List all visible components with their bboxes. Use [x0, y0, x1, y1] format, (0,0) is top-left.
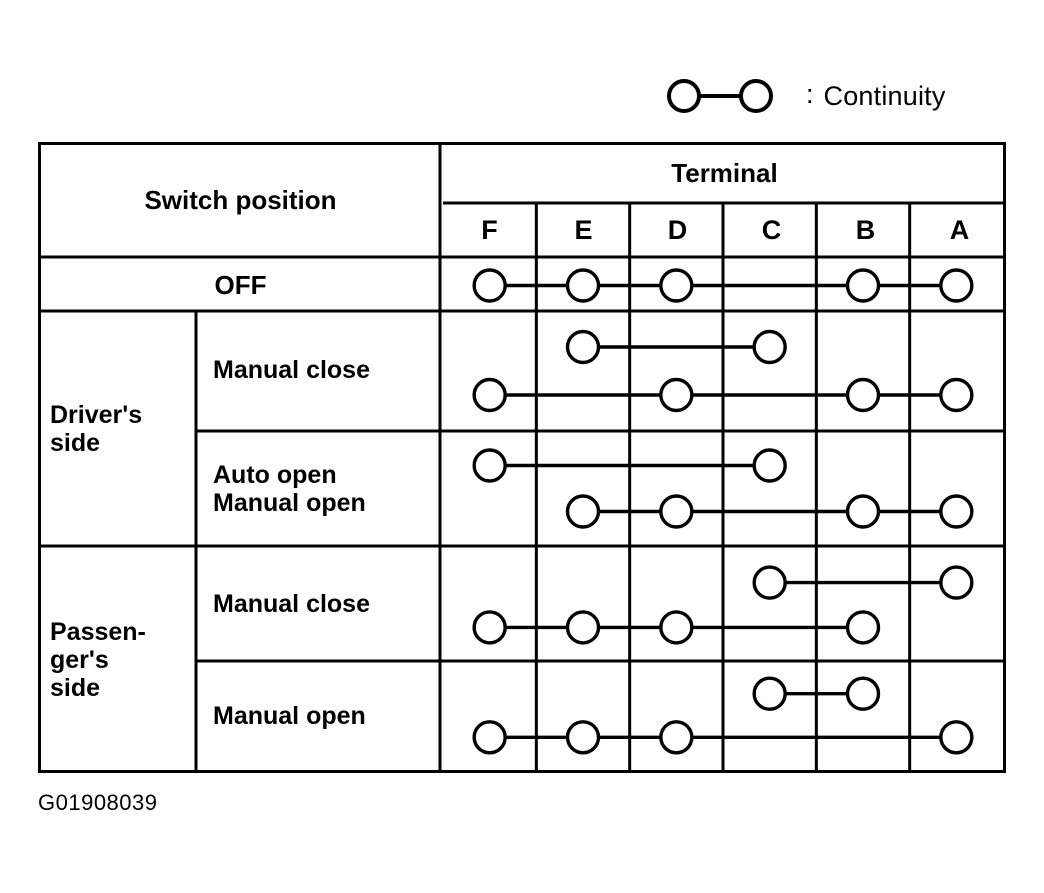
group-label-line2: ger's [50, 645, 109, 674]
continuity-node-E [565, 329, 601, 365]
header-terminal-E: E [574, 214, 593, 245]
continuity-legend: : Continuity [660, 70, 946, 122]
continuity-node-D [659, 377, 694, 413]
group-label-drivers-side: Driver's side [41, 311, 196, 546]
continuity-node-C [752, 676, 787, 711]
figure-id: G01908039 [38, 790, 158, 815]
continuity-node-B [845, 610, 881, 645]
continuity-node-E [565, 494, 601, 529]
group-label-line1: Driver's [50, 400, 143, 429]
header-terminal-C: C [761, 214, 782, 245]
row-label-off: OFF [214, 269, 267, 300]
continuity-node-B [845, 676, 881, 711]
row-label-passenger-manual-close: Manual close [213, 590, 370, 618]
group-label-line1: Passen- [50, 617, 146, 646]
legend-separator: : [806, 78, 814, 109]
continuity-node-D [659, 268, 694, 303]
continuity-node-A [939, 565, 974, 600]
group-label-line2: side [50, 428, 101, 457]
continuity-node-A [939, 720, 974, 755]
row-label-line2: Manual open [213, 488, 366, 517]
continuity-node-F [472, 610, 507, 645]
continuity-node-B [845, 494, 881, 529]
row-label-line1: Auto open [213, 460, 337, 489]
continuity-node-B [845, 268, 881, 303]
continuity-node-F [472, 448, 507, 483]
continuity-node-E [565, 610, 601, 645]
continuity-node-F [472, 720, 507, 755]
continuity-node-B [845, 377, 881, 413]
row-label-driver-auto-open: Auto open Manual open [199, 431, 440, 546]
continuity-node-A [939, 268, 974, 303]
continuity-node-D [659, 610, 694, 645]
continuity-node-D [659, 494, 694, 529]
header-terminal-F: F [481, 214, 498, 245]
header-terminal-A: A [949, 214, 970, 245]
continuity-node-D [659, 720, 694, 755]
continuity-node-A [939, 377, 974, 413]
header-terminal: Terminal [671, 158, 778, 189]
continuity-node-C [752, 329, 787, 365]
header-switch-position: Switch position [144, 185, 337, 216]
header-terminal-B: B [855, 214, 876, 245]
row-label-driver-manual-close: Manual close [213, 356, 370, 384]
continuity-node-E [565, 720, 601, 755]
continuity-node-F [472, 268, 507, 303]
row-label-passenger-manual-open: Manual open [213, 701, 366, 730]
header-terminal-D: D [667, 214, 688, 245]
group-label-passengers-side: Passen- ger's side [41, 549, 196, 770]
continuity-symbol [667, 79, 773, 113]
legend-label: Continuity [823, 80, 946, 111]
continuity-node-E [565, 268, 601, 303]
continuity-node-A [939, 494, 974, 529]
continuity-node-C [752, 565, 787, 600]
continuity-node-F [472, 377, 507, 413]
continuity-node-C [752, 448, 787, 483]
group-label-line3: side [50, 673, 101, 702]
continuity-table: Switch position Terminal F E D C B A OFF… [38, 142, 1006, 773]
continuity-marks [472, 268, 974, 755]
table-grid [41, 145, 1003, 770]
